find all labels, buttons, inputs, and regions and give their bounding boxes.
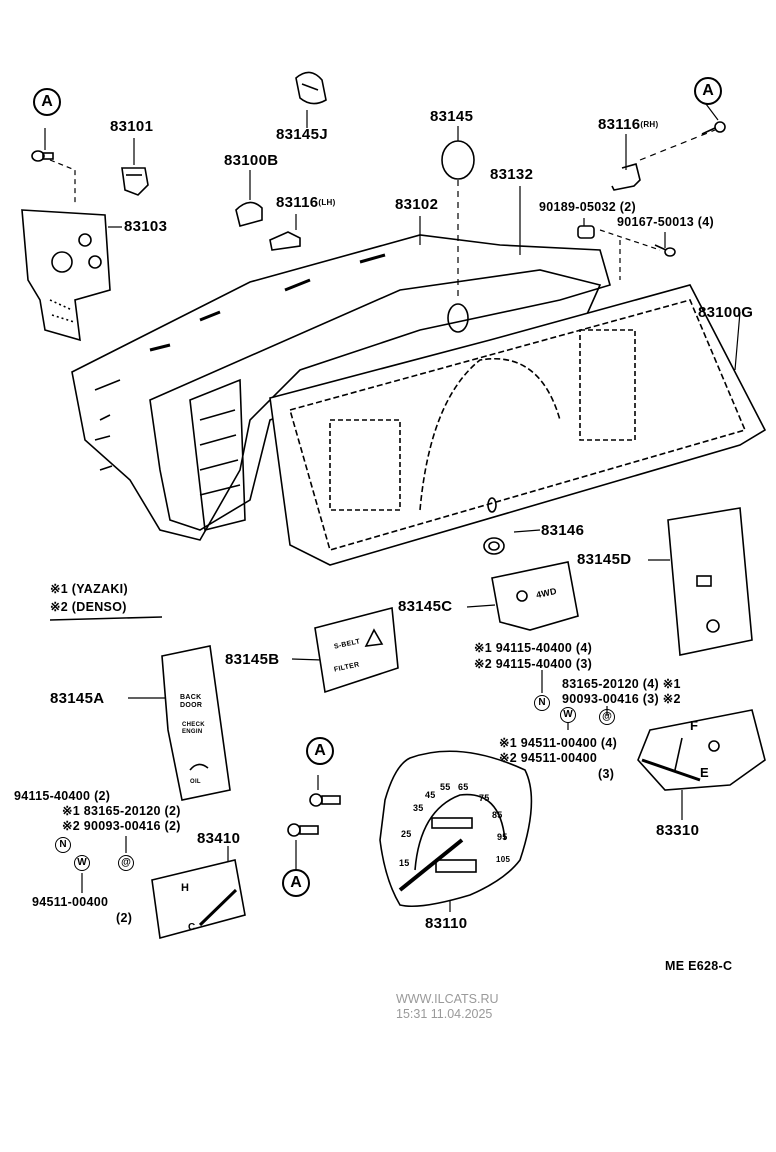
case-83102 (71, 234, 611, 541)
speedo-mark: 65 (458, 782, 469, 792)
watermark-site: WWW.ILCATS.RU (396, 992, 499, 1006)
speedo-mark: 55 (440, 782, 451, 792)
callout-83145d[interactable]: 83145D (577, 551, 632, 568)
note-nut-yazaki: ※1 94115-40400 (4) (474, 641, 593, 655)
callout-83102[interactable]: 83102 (395, 196, 439, 213)
speedo-mark: 45 (425, 790, 436, 800)
callout-90167[interactable]: 90167-50013 (4) (617, 215, 714, 229)
fuel-gauge-83310 (637, 709, 766, 791)
speedo-mark: 15 (399, 858, 410, 868)
callout-90189[interactable]: 90189-05032 (2) (539, 200, 636, 214)
panel-83145c (491, 561, 579, 631)
callout-83100g[interactable]: 83100G (698, 304, 754, 321)
cover-83100g (269, 284, 767, 566)
legend-underline (49, 616, 163, 621)
callout-83145j[interactable]: 83145J (276, 126, 328, 143)
callout-83116-lh[interactable]: 83116(LH) (276, 195, 336, 211)
gauge-label-h: H (181, 882, 190, 894)
callout-83100b[interactable]: 83100B (224, 152, 279, 169)
panel-text-back-door: BACK DOOR (180, 694, 203, 709)
grommet-83146 (483, 537, 505, 555)
screw-rh (701, 121, 726, 135)
reference-a-marker: A (694, 77, 722, 105)
speedo-mark: 85 (492, 810, 503, 820)
note-washer-qty: (2) (116, 911, 133, 925)
legend-yazaki: ※1 (YAZAKI) (50, 582, 128, 596)
speedo-mark: 105 (496, 855, 511, 864)
panel-83145d (667, 507, 753, 656)
callout-83310[interactable]: 83310 (656, 822, 700, 839)
panel-text-oil: OIL (190, 779, 201, 785)
washer-icon: W (74, 855, 90, 871)
side-suffix: (RH) (640, 120, 659, 129)
bolt-icon (287, 823, 319, 837)
note-washer-yazaki: ※1 94511-00400 (4) (499, 736, 618, 750)
callout-83103[interactable]: 83103 (124, 218, 168, 235)
clip-83145j (295, 71, 327, 105)
bulb-83100b (235, 201, 263, 227)
gauge-label-c: C (188, 922, 196, 933)
part-number: 83116 (598, 116, 641, 133)
nut-icon: N (534, 695, 550, 711)
speedo-mark: 35 (413, 803, 424, 813)
part-number: 83116 (276, 194, 319, 211)
note-nut-denso: ※2 94115-40400 (3) (474, 657, 593, 671)
circuit-board-83103 (21, 209, 111, 342)
callout-83101[interactable]: 83101 (110, 118, 154, 135)
note-clip-denso: ※2 90093-00416 (2) (62, 819, 181, 833)
callout-83110[interactable]: 83110 (425, 915, 468, 932)
reference-a-marker: A (306, 737, 334, 765)
note-washer: 94511-00400 (32, 895, 109, 909)
lens-83145 (441, 140, 475, 180)
callout-83145a[interactable]: 83145A (50, 690, 105, 707)
reference-a-marker: A (282, 869, 310, 897)
clip-90189 (577, 225, 595, 239)
bracket-83116-lh (269, 231, 301, 251)
note-clip-yazaki: 83165-20120 (4) ※1 (562, 677, 681, 691)
watermark-time: 15:31 11.04.2025 (396, 1007, 493, 1021)
gauge-label-e: E (700, 765, 709, 780)
note-washer-denso: ※2 94511-00400 (499, 751, 598, 765)
diagram-code: ME E628-C (665, 959, 733, 973)
nut-icon: N (55, 837, 71, 853)
screw-90167 (654, 244, 676, 257)
callout-83410[interactable]: 83410 (197, 830, 241, 847)
side-suffix: (LH) (318, 198, 336, 207)
speedo-mark: 25 (401, 829, 412, 839)
callout-83145c[interactable]: 83145C (398, 598, 453, 615)
callout-83116-rh[interactable]: 83116(RH) (598, 117, 658, 133)
temp-gauge-83410 (151, 859, 246, 940)
socket-83101 (121, 167, 149, 196)
speedo-mark: 95 (497, 832, 508, 842)
speedo-mark: 75 (479, 793, 490, 803)
note-washer-denso-qty: (3) (598, 767, 615, 781)
speedometer-83110 (379, 750, 533, 908)
screw-icon (31, 150, 54, 162)
panel-text-check-engine: CHECK ENGIN (182, 722, 205, 735)
panel-83145a (161, 645, 231, 801)
callout-83145b[interactable]: 83145B (225, 651, 280, 668)
bolt-icon (309, 793, 341, 807)
note-nut: 94115-40400 (2) (14, 789, 111, 803)
panel-83145b (314, 606, 399, 694)
clip-icon: @ (599, 709, 615, 725)
gauge-label-f: F (690, 718, 699, 733)
callout-83132[interactable]: 83132 (490, 166, 534, 183)
callout-83145[interactable]: 83145 (430, 108, 474, 125)
bracket-83116-rh (611, 163, 641, 191)
washer-icon: W (560, 707, 576, 723)
legend-denso: ※2 (DENSO) (50, 600, 127, 614)
callout-83146[interactable]: 83146 (541, 522, 585, 539)
reference-a-marker: A (33, 88, 61, 116)
note-clip-denso: 90093-00416 (3) ※2 (562, 692, 681, 706)
clip-icon: @ (118, 855, 134, 871)
note-clip-yazaki: ※1 83165-20120 (2) (62, 804, 181, 818)
